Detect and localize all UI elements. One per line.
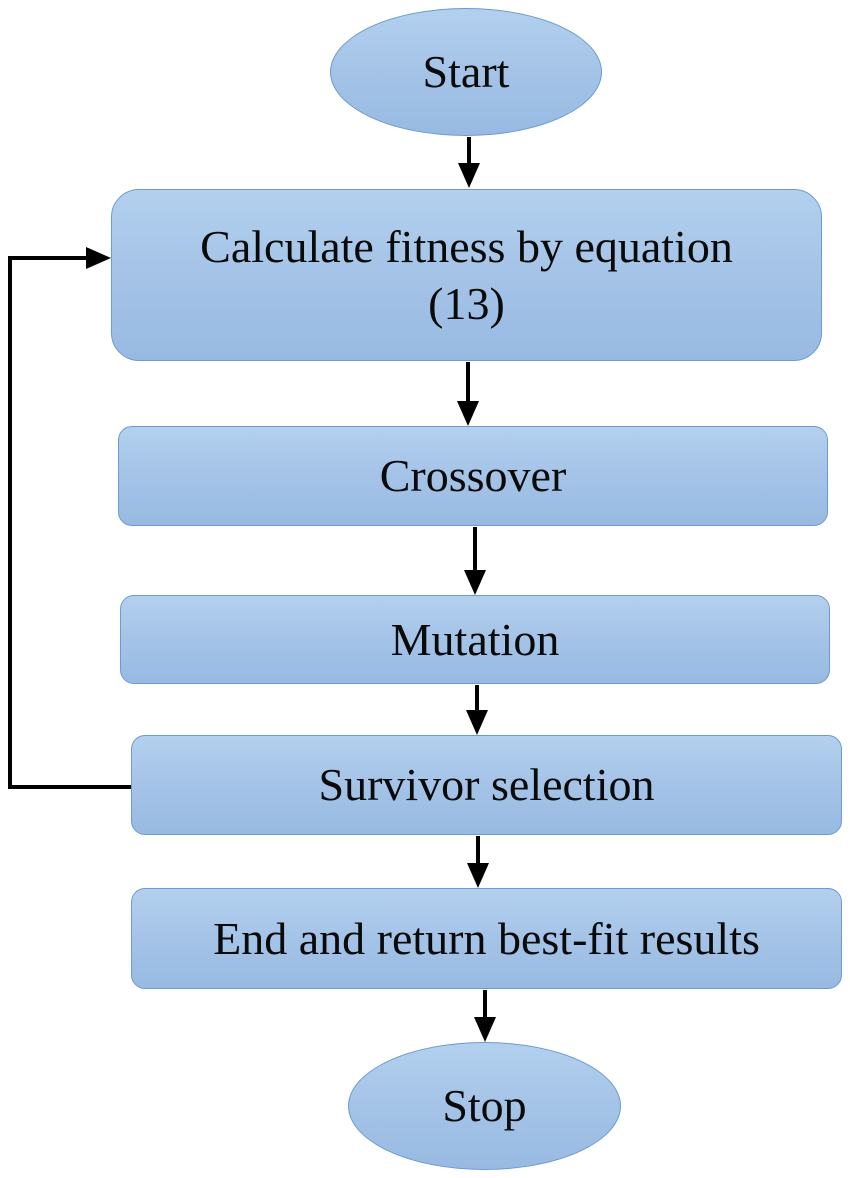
arrowhead-start-to-fitness [458, 163, 480, 188]
stop-label: Stop [442, 1080, 527, 1132]
calculate-fitness-label-line2: (13) [428, 278, 505, 329]
arrowhead-end-to-stop [474, 1017, 496, 1042]
arrowhead-mutation-to-survivor [466, 710, 488, 735]
arrowhead-crossover-to-mutation [464, 570, 486, 595]
calculate-fitness-node: Calculate fitness by equation (13) [111, 189, 822, 361]
survivor-selection-node: Survivor selection [131, 735, 842, 835]
calculate-fitness-label: Calculate fitness by equation (13) [180, 218, 753, 333]
mutation-label: Mutation [390, 613, 560, 665]
start-label: Start [422, 46, 510, 98]
stop-node: Stop [348, 1042, 621, 1170]
arrowhead-feedback-loop [86, 247, 111, 269]
survivor-selection-label: Survivor selection [318, 759, 655, 811]
end-return-results-node: End and return best-fit results [131, 888, 842, 989]
mutation-node: Mutation [120, 595, 830, 684]
start-node: Start [330, 8, 602, 136]
crossover-node: Crossover [118, 426, 828, 526]
crossover-label: Crossover [379, 450, 567, 502]
arrowhead-survivor-to-end [467, 863, 489, 888]
calculate-fitness-label-line1: Calculate fitness by equation [200, 220, 733, 272]
end-return-results-label: End and return best-fit results [213, 912, 760, 964]
arrowhead-fitness-to-crossover [457, 401, 479, 426]
